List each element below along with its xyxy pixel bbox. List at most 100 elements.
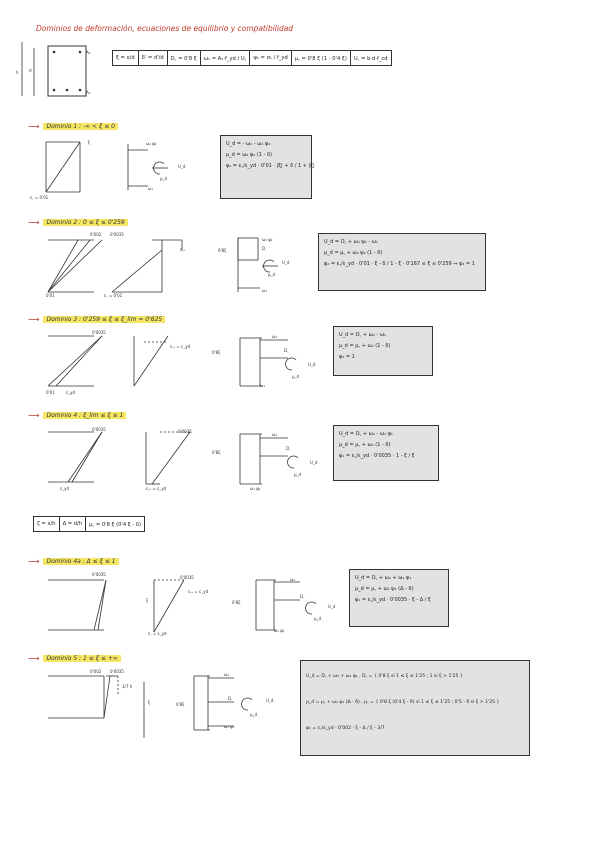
- domain-4a-w1: ω₁ ψ₁: [274, 628, 285, 633]
- mid-definitions-table: ζ = x/h Δ = d/h μ꜀ = 0'8 ξ (0'4 ξ - δ): [33, 516, 146, 532]
- domain-5-title: ⟶Dominio 5 : 1 ≤ ξ ≤ +∞: [28, 654, 121, 662]
- domain-2-strain-diagram: [47, 239, 183, 293]
- domain-4-dc: D꜀: [286, 446, 291, 451]
- domain-1-eq-1: U_d = - ω₁ - ω₂ ψ₂: [226, 141, 271, 147]
- def-omega1: ω₁ = A₁·f_yd / U꜀: [199, 50, 251, 66]
- def-muc-2: μ꜀ = 0'8 ξ (0'4 ξ - δ): [85, 516, 146, 532]
- domain-3-d08: 0'8ξ: [212, 350, 221, 355]
- domain-3-equations: U_d = D꜀ + ω₂ - ω₁ μ_d = μ꜀ + ω₂ (1 - δ)…: [333, 326, 433, 376]
- domain-3-dc: D꜀: [284, 348, 289, 353]
- section-sketch: [21, 42, 87, 97]
- domain-4a-s1: ε꜀ = ε_yd: [148, 631, 167, 636]
- domain-1-nd: U_d: [178, 164, 186, 169]
- def-dc: D꜀ = 0'8 ξ: [166, 50, 201, 66]
- domain-4-eq-3: ψ₁ = ε꜀/ε_yd · 0'0035 · 1 - ξ / ξ: [339, 453, 415, 459]
- domain-2-s2: ε꜀ = 0'01: [104, 293, 123, 298]
- domain-5-eq-3: ψ₁ = ε꜀/ε_yd · 0'002 · ξ - Δ / ξ - 3/7: [306, 726, 385, 731]
- def-muc: μ꜀ = 0'8 ξ (1 - 0'4 ξ): [290, 50, 351, 66]
- domain-2-t2: 0'0035: [110, 232, 124, 237]
- domain-3-w2: ω₂: [272, 334, 277, 339]
- domain-3-w1: ω₁: [260, 383, 265, 388]
- domain-2-t1: 0'002: [90, 232, 102, 237]
- domain-5-dc: D꜀: [228, 696, 233, 701]
- domain-4a-ecu: ε꜀ᵤ = ε_yd: [188, 589, 209, 594]
- domain-1-md: μ_d: [160, 176, 168, 181]
- domain-4-label: Dominio 4 : ξ_lim ≤ ξ ≤ 1: [43, 412, 127, 419]
- domain-5-t2: 0'0035: [110, 669, 124, 674]
- def-uc: U꜀ = b·d·f_cd: [349, 50, 392, 66]
- domain-4a-t2: 0'0035: [180, 575, 194, 580]
- domain-4-w1: ω₁ ψ₁: [250, 486, 261, 491]
- domain-5-eq-1: U_d = D꜀ + ω₂ + ω₁ ψ₁ , D꜀ = { 0'8 ξ si …: [306, 674, 463, 679]
- domain-4a-md: μ_d: [314, 616, 322, 621]
- domain-3-md: μ_d: [292, 374, 300, 379]
- domain-5-w1: ω₁ ψ₁: [224, 724, 235, 729]
- domain-5-strain-diagram: [48, 675, 145, 738]
- domain-5-label: Dominio 5 : 1 ≤ ξ ≤ +∞: [43, 655, 121, 662]
- domain-4a-forces: [255, 579, 317, 631]
- domain-3-s2: ε_yd: [66, 390, 76, 395]
- domain-4a-t1: 0'0035: [92, 572, 106, 577]
- domain-3-s1: 0'01: [46, 390, 55, 395]
- def-psi1: ψ₁ = σ₁ / f_yd: [249, 50, 292, 66]
- h-label: h: [16, 70, 19, 75]
- domain-4-s1: ε_yd: [60, 486, 70, 491]
- domain-3-forces: [239, 337, 297, 387]
- def-zeta: ζ = x/h: [33, 516, 60, 532]
- domain-3-eq-3: ψ₂ = 1: [339, 354, 355, 360]
- domain-2-ecu: ε꜀ᵤ: [180, 247, 186, 252]
- domain-4-t2: 0'0035: [178, 429, 192, 434]
- domain-4a-equations: U_d = D꜀ + ω₂ + ω₁ ψ₁ μ_d = μ꜀ + ω₁ ψ₁ (…: [349, 569, 449, 627]
- domain-4-d08: 0'8ξ: [212, 450, 221, 455]
- domain-4a-nd: U_d: [328, 604, 336, 609]
- page-title: Dominios de deformación, ecuaciones de e…: [36, 24, 294, 33]
- domain-5-d08: 0'8ξ: [176, 702, 185, 707]
- domain-1-eq-2: μ_d = ω₂ ψ₂ (1 - δ): [226, 152, 273, 158]
- domain-2-nd: U_d: [282, 260, 290, 265]
- definitions-table: ξ = x/d δ' = d'/d D꜀ = 0'8 ξ ω₁ = A₁·f_y…: [112, 50, 392, 66]
- domain-1-equations: U_d = - ω₁ - ω₂ ψ₂ μ_d = ω₂ ψ₂ (1 - δ) ψ…: [220, 135, 315, 199]
- as2-label: A₂: [86, 50, 91, 55]
- domain-5-t1: 0'002: [90, 669, 102, 674]
- domain-1-strain: ε꜀ = 0'01: [30, 195, 49, 200]
- domain-1-label: Dominio 1 : -∞ < ξ ≤ 0: [43, 123, 118, 130]
- domain-3-eq-1: U_d = D꜀ + ω₂ - ω₁: [339, 332, 387, 338]
- domain-2-w2: ω₂ ψ₂: [262, 237, 273, 242]
- def-big-delta: Δ = d/h: [58, 516, 87, 532]
- domain-3-strain-diagram: [47, 335, 169, 387]
- domain-4a-label: Dominio 4a : Δ ≤ ξ ≤ 1: [43, 558, 119, 565]
- domain-4a-eq-3: ψ₁ = ε꜀/ε_yd · 0'0035 · ξ - Δ / ξ: [355, 597, 431, 603]
- domain-3-eq-2: μ_d = μ꜀ + ω₂ (1 - δ): [339, 343, 391, 349]
- domain-4a-dc: D꜀: [300, 594, 305, 599]
- domain-1-w1: ω₁: [148, 186, 153, 191]
- domain-5-eq-2: μ_d = μ꜀ + ω₁ ψ₁ (Δ - δ) , μ꜀ = { 0'8 ξ …: [306, 700, 500, 705]
- domain-1-forces: [127, 144, 168, 190]
- domain-5-h37: 3/7 h: [122, 684, 133, 689]
- domain-1-w2: ω₂ ψ₂: [146, 141, 157, 146]
- domain-2-label: Dominio 2 : 0 ≤ ξ ≤ 0'259: [43, 219, 128, 226]
- domain-4-equations: U_d = D꜀ + ω₂ - ω₁ ψ₁ μ_d = μ꜀ + ω₂ (1 -…: [333, 425, 439, 481]
- as1-label: A₁: [86, 90, 91, 95]
- domain-2-forces: [237, 237, 278, 292]
- domain-5-md: μ_d: [250, 712, 258, 717]
- domain-4a-eq-1: U_d = D꜀ + ω₂ + ω₁ ψ₁: [355, 575, 412, 581]
- domain-4a-title: ⟶Dominio 4a : Δ ≤ ξ ≤ 1: [28, 557, 119, 565]
- domain-2-eq-1: U_d = D꜀ + ω₂ ψ₂ - ω₁: [324, 239, 378, 245]
- domain-4-strain-diagram: [48, 431, 191, 485]
- domain-1-strain-diagram: [45, 141, 81, 193]
- def-delta: δ' = d'/d: [137, 50, 168, 66]
- domain-5-xi: ξ: [148, 700, 151, 705]
- domain-5-forces: [193, 675, 253, 731]
- domain-5-equations: U_d = D꜀ + ω₂ + ω₁ ψ₁ , D꜀ = { 0'8 ξ si …: [300, 660, 530, 756]
- domain-2-eq-3: ψ₂ = ε꜀/ε_yd · 0'01 · ξ - δ / 1 - ξ · 0'…: [324, 261, 475, 267]
- domain-4-nd: U_d: [310, 460, 318, 465]
- domain-4-forces: [239, 433, 299, 485]
- domain-3-ecu: ε꜀ᵤ = ε_yd: [170, 344, 191, 349]
- domain-1-eq-3: ψ₂ = ε꜀/ε_yd · 0'01 · |ξ| + δ / 1 + |ξ|: [226, 163, 315, 169]
- domain-4-eq-1: U_d = D꜀ + ω₂ - ω₁ ψ₁: [339, 431, 393, 437]
- domain-4-md: μ_d: [294, 472, 302, 477]
- domain-3-title: ⟶Dominio 3 : 0'259 ≤ ξ ≤ ξ_lim = 0'625: [28, 315, 166, 323]
- domain-2-dc: D꜀: [262, 246, 267, 251]
- def-xi: ξ = x/d: [112, 50, 139, 66]
- domain-2-s1: 0'01: [46, 293, 55, 298]
